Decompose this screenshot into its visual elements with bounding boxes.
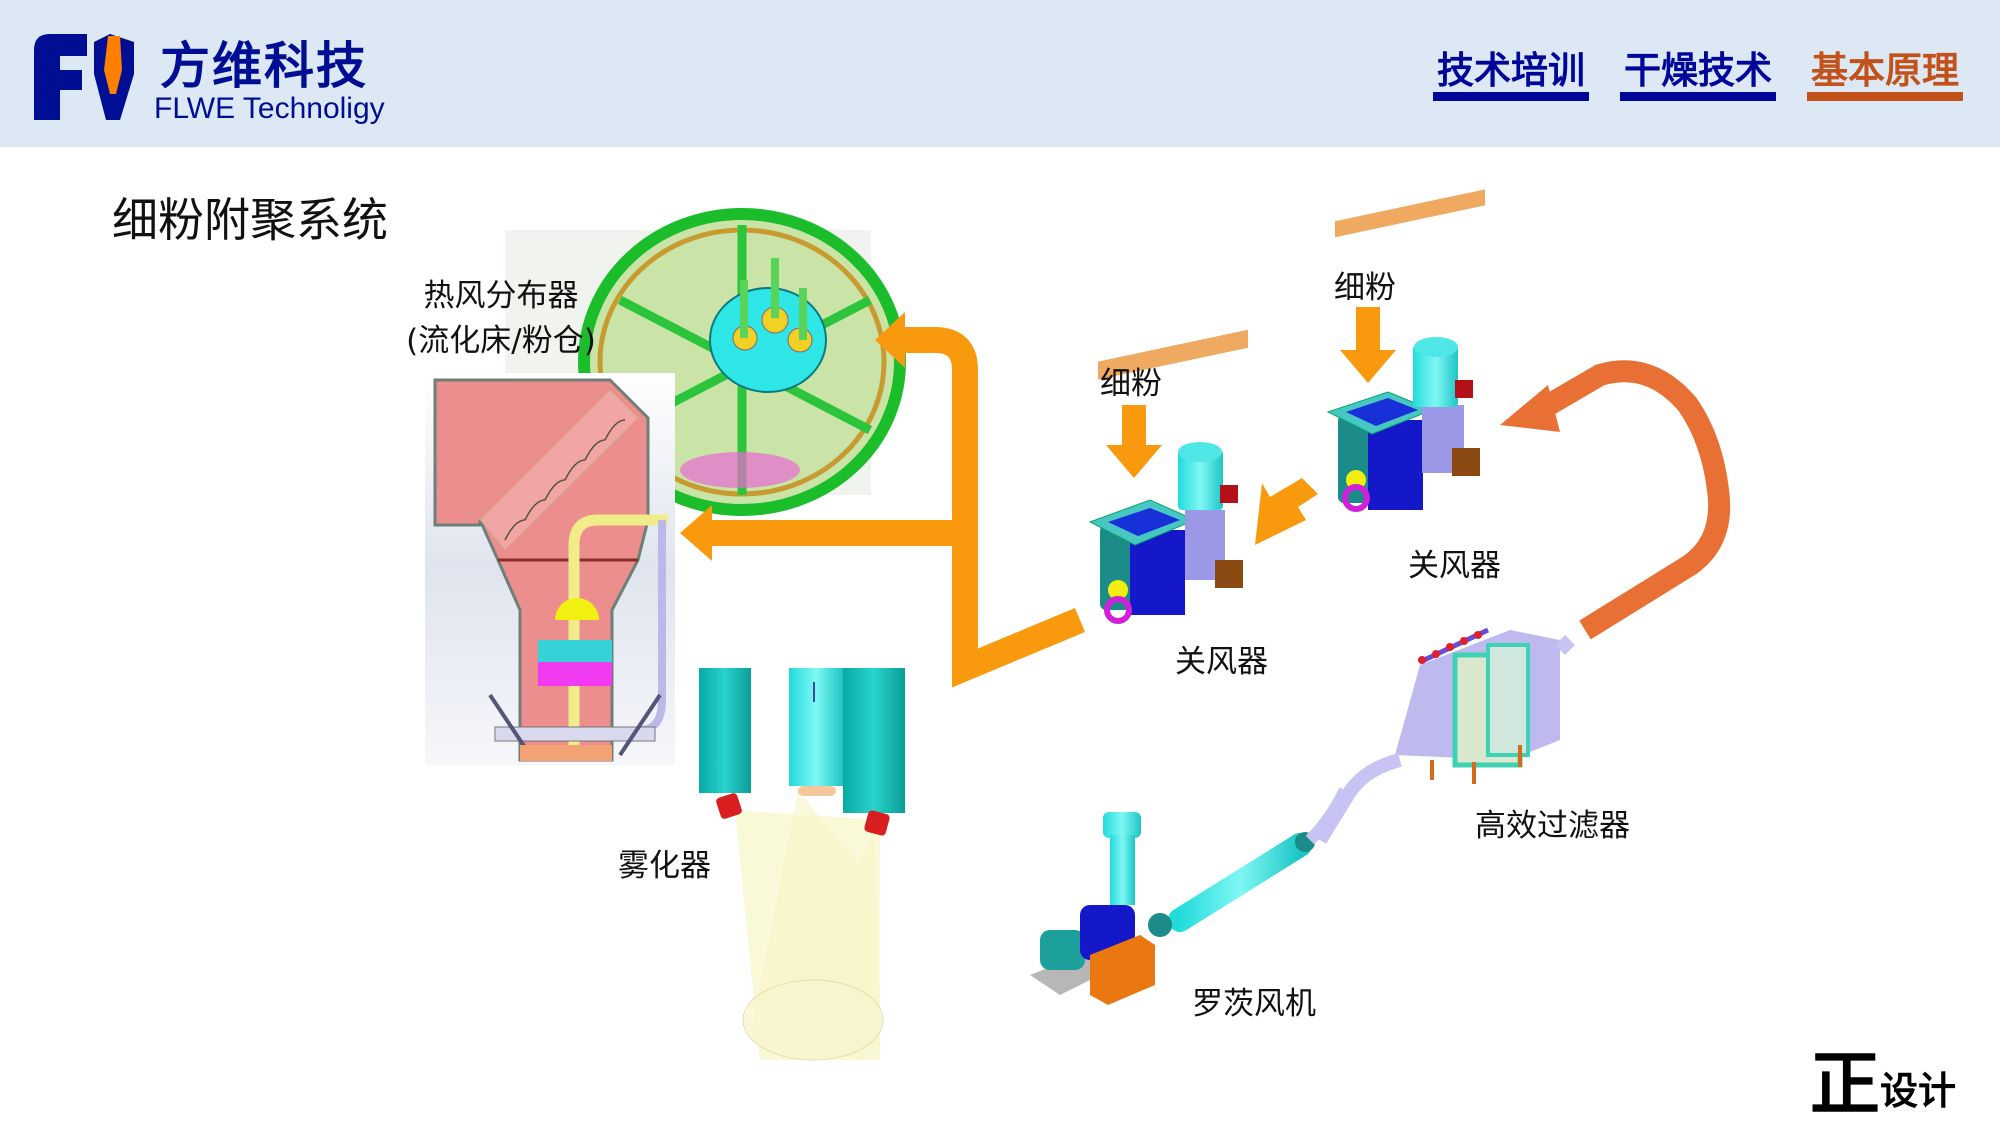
return-flow-path: [1534, 360, 1731, 640]
label-rotary-valve-2: 关风器: [1408, 548, 1501, 584]
fv-logo-icon: [34, 34, 134, 120]
fine-powder-arrow-2: [1340, 307, 1396, 383]
hepa-filter-drawing: [1314, 627, 1575, 844]
nav-underline: [1620, 92, 1776, 101]
label-roots-blower: 罗茨风机: [1192, 986, 1316, 1022]
label-hot-air-distributor: 热风分布器 (流化床/粉仓): [386, 270, 616, 360]
label-hepa-filter: 高效过滤器: [1475, 808, 1630, 844]
valve-to-valve-arrow: [1255, 478, 1318, 545]
label-rotary-valve-1: 关风器: [1175, 644, 1268, 680]
rotary-valve-1-drawing: [1088, 329, 1248, 624]
arrow-head-chamber: [680, 505, 712, 561]
flow-path-to-fluid-bed: [895, 327, 1086, 688]
powder-flow-arrows: [700, 327, 1086, 688]
atomizer-drawing: [699, 668, 905, 1061]
return-arrow-head: [1500, 385, 1560, 432]
label-line: 热风分布器: [423, 278, 579, 314]
nav-tab-label: 基本原理: [1811, 49, 1959, 92]
fine-powder-arrow-1: [1106, 405, 1162, 478]
label-fine-powder-1: 细粉: [1100, 366, 1162, 402]
brand-name-cn: 方维科技: [160, 37, 368, 95]
footer-logo: 正设计: [1810, 1028, 1956, 1129]
roots-blower-drawing: [1030, 787, 1351, 1005]
label-line: (流化床/粉仓): [406, 323, 596, 359]
nav-tab-label: 技术培训: [1437, 49, 1585, 92]
nav-tab-training[interactable]: 技术培训: [1433, 40, 1589, 101]
footer-text: 设计: [1880, 1069, 1957, 1113]
nav-tab-drying[interactable]: 干燥技术: [1620, 40, 1776, 101]
rotary-valve-2-drawing: [1326, 189, 1485, 512]
label-atomizer: 雾化器: [618, 848, 711, 884]
nav-tab-label: 干燥技术: [1624, 49, 1772, 92]
nav-underline: [1807, 92, 1963, 101]
header-bar: 方维科技 FLWE Technoligy 技术培训 干燥技术 基本原理: [0, 0, 2000, 147]
nav-underline: [1433, 92, 1589, 101]
footer-mark: 正: [1810, 1043, 1880, 1125]
label-fine-powder-2: 细粉: [1334, 270, 1396, 306]
nav-tab-principles[interactable]: 基本原理: [1807, 40, 1963, 101]
slide-title: 细粉附聚系统: [112, 193, 388, 247]
arrow-head-fluid-bed: [875, 312, 905, 368]
brand-name-en: FLWE Technoligy: [154, 92, 385, 125]
spray-dryer-chamber-drawing: [425, 373, 675, 765]
